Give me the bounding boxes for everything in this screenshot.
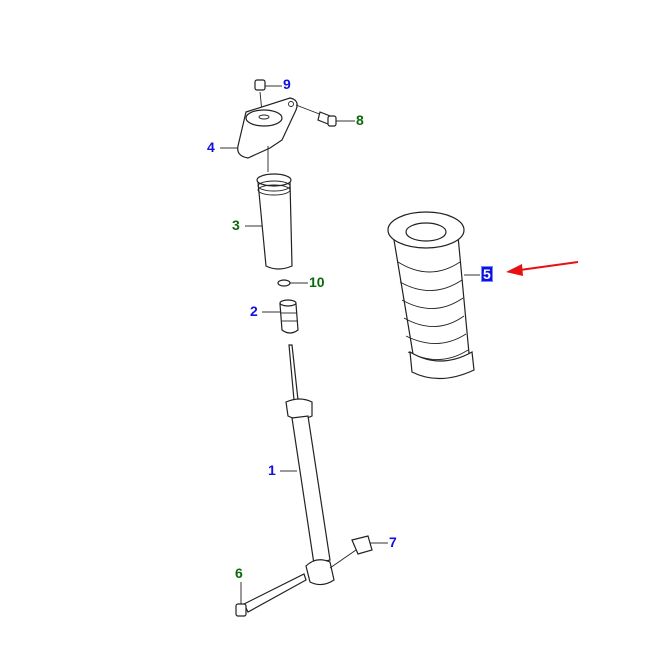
callout-10[interactable]: 10: [309, 274, 325, 290]
part-6-bolt: [235, 573, 307, 617]
part-4-upper-mount: [237, 97, 298, 172]
callout-5-highlighted[interactable]: 5: [481, 266, 493, 282]
callout-8[interactable]: 8: [356, 112, 364, 128]
callout-2[interactable]: 2: [250, 303, 258, 319]
part-1-shock-absorber: [285, 344, 373, 586]
callout-4[interactable]: 4: [207, 139, 215, 155]
part-8-bolt: [295, 104, 337, 127]
callout-1[interactable]: 1: [268, 462, 276, 478]
part-3-dust-cover: [256, 173, 293, 270]
leader-lines: [220, 85, 480, 604]
callout-3[interactable]: 3: [232, 217, 240, 233]
part-2-bump-stop: [279, 299, 299, 334]
callout-7[interactable]: 7: [389, 534, 397, 550]
callout-6[interactable]: 6: [235, 565, 243, 581]
part-5-coil-spring: [387, 211, 475, 380]
part-10-washer: [277, 279, 291, 287]
callout-9[interactable]: 9: [283, 76, 291, 92]
red-pointer-arrow: [506, 261, 579, 276]
